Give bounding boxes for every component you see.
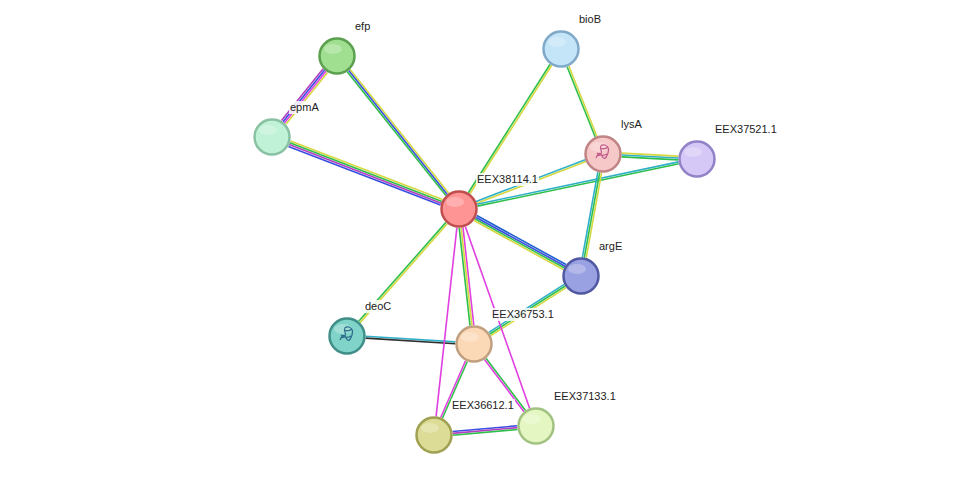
evidence-line — [284, 71, 326, 123]
node-label: EEX36753.1 — [491, 308, 555, 321]
evidence-line — [288, 146, 440, 205]
evidence-line — [286, 72, 328, 124]
node-label: EEX38114.1 — [476, 173, 539, 186]
evidence-line — [567, 67, 595, 137]
node-label: EEX36612.1 — [451, 399, 515, 412]
node-label: EEX37133.1 — [553, 390, 617, 403]
evidence-line — [622, 153, 679, 156]
evidence-line — [366, 338, 456, 344]
evidence-line — [282, 69, 324, 121]
evidence-line — [582, 172, 597, 257]
evidence-line — [470, 65, 552, 193]
evidence-line — [289, 145, 441, 204]
node-circle — [454, 324, 494, 364]
evidence-line — [468, 64, 550, 192]
evidence-line — [569, 66, 597, 136]
node-circle — [561, 256, 601, 296]
evidence-line — [283, 70, 325, 122]
interaction-edge — [366, 336, 456, 344]
protein-node: bioB — [541, 29, 581, 69]
interaction-edge — [476, 160, 586, 203]
interaction-edge — [453, 426, 518, 435]
node-circle — [252, 117, 292, 157]
evidence-line — [360, 224, 447, 323]
protein-node: EEX36612.1 — [414, 415, 454, 455]
evidence-line — [477, 216, 566, 265]
interaction-edge — [359, 222, 448, 322]
protein-node: lysA — [583, 134, 623, 174]
evidence-line — [290, 143, 442, 202]
node-label: deoC — [364, 300, 392, 313]
interaction-edge — [474, 216, 566, 270]
node-label: bioB — [578, 13, 602, 26]
protein-node: EEX38114.1 — [439, 189, 479, 229]
evidence-line — [453, 430, 518, 436]
interaction-edge — [567, 66, 597, 137]
node-label: efp — [354, 20, 371, 33]
node-circle — [317, 36, 357, 76]
interaction-edge — [622, 153, 679, 160]
evidence-line — [291, 141, 443, 200]
node-circle — [439, 189, 479, 229]
node-circle — [414, 415, 454, 455]
interaction-edge — [347, 69, 449, 195]
protein-node: EEX37133.1 — [516, 406, 556, 446]
protein-node: EEX36753.1 — [454, 324, 494, 364]
node-label: epmA — [289, 101, 320, 114]
node-circle — [541, 29, 581, 69]
interaction-edge — [282, 69, 328, 124]
node-circle — [327, 316, 367, 356]
protein-node: EEX37521.1 — [677, 139, 717, 179]
node-circle — [516, 406, 556, 446]
protein-node: deoC — [327, 316, 367, 356]
interaction-edge — [288, 141, 442, 205]
protein-node: efp — [317, 36, 357, 76]
evidence-line — [476, 217, 565, 266]
evidence-line — [475, 219, 564, 268]
node-circle — [583, 134, 623, 174]
node-label: argE — [598, 240, 623, 253]
evidence-line — [474, 221, 563, 270]
node-label: lysA — [620, 118, 643, 131]
interaction-edge — [468, 64, 551, 193]
node-label: EEX37521.1 — [714, 123, 778, 136]
evidence-line — [347, 72, 446, 196]
protein-node: epmA — [252, 117, 292, 157]
evidence-line — [359, 222, 446, 321]
evidence-line — [477, 162, 586, 204]
evidence-line — [459, 228, 470, 326]
node-circle — [677, 139, 717, 179]
protein-node: argE — [561, 256, 601, 296]
